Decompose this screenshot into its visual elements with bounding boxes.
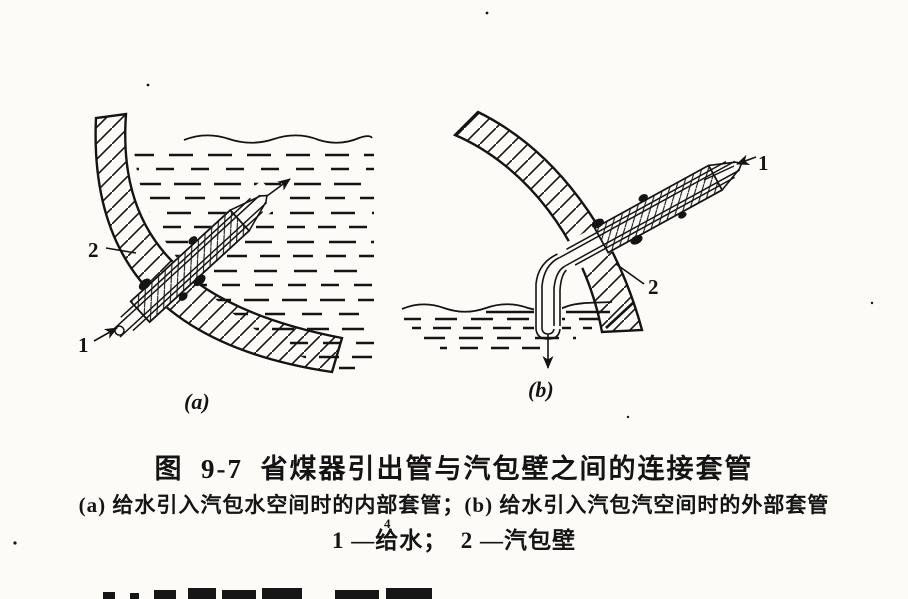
callout-2a-leader [105,247,137,254]
water-b [401,301,613,350]
panel-a-label: (a) [184,389,210,414]
feedwater-pipe-a [104,180,282,346]
packing-lumps-b [591,194,687,245]
drum-wall-a [94,112,344,374]
packing-lumps-a [138,236,206,301]
figure-title: 图 9-7 省煤器引出管与汽包壁之间的连接套管 [154,454,754,484]
drum-wall-b [452,110,644,334]
panel-b: 1 2 (b) [401,110,769,402]
callout-2a: 2 [88,238,99,262]
feedwater-pipe-b-elbow [534,253,568,340]
callout-1b: 1 [758,151,769,175]
sleeve-b [593,164,724,254]
water-surface-b [401,301,613,313]
callout-2b-leader [615,263,645,285]
callout-1b-tail [703,165,735,181]
feedwater-pipe-b [554,148,752,276]
scan-specks [13,11,874,545]
panel-a: 1 2 (a) [78,112,374,414]
flow-arrow-a [266,178,291,197]
figure-subtitle: (a) 给水引入汽包水空间时的内部套管；(b) 给水引入汽包汽空间时的外部套管 [78,493,830,517]
water-dashes-b [404,310,610,350]
water-surface-a [183,134,373,144]
callout-1a: 1 [78,333,89,357]
scan-artifact-mark: 4 [384,516,391,531]
panel-b-label: (b) [528,377,554,402]
callout-1b-leader [736,154,757,166]
callout-1a-leader [93,327,118,342]
callout-2b: 2 [648,275,659,299]
figure-legend: 1 —给水； 2 —汽包壁 [332,528,576,553]
